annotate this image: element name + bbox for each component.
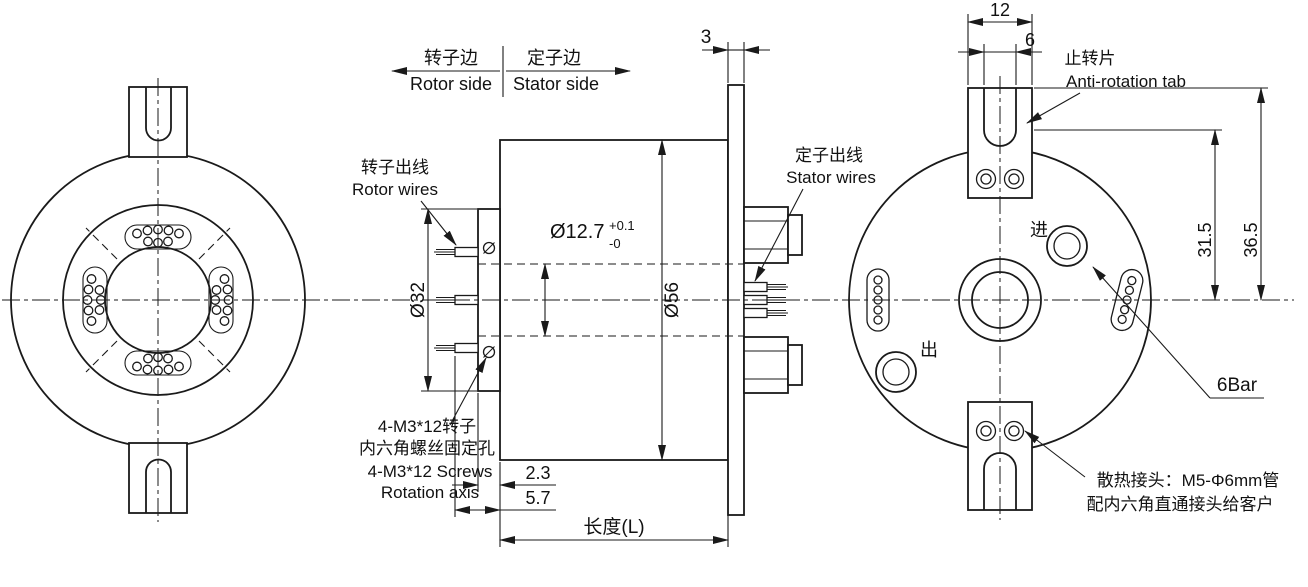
- stator-side-label-zh: 定子边: [527, 48, 581, 68]
- screws-label-3: 4-M3*12 Screws: [368, 462, 493, 481]
- tab-inner-height: 31.5: [1195, 222, 1215, 257]
- screws-leader: [449, 357, 487, 426]
- bore-diameter: Ø12.7: [550, 221, 604, 243]
- tab-slot-width: 6: [1025, 30, 1035, 50]
- anti-rotation-leader: [1026, 92, 1081, 124]
- anti-rotation-label-en: Anti-rotation tab: [1066, 72, 1186, 91]
- inlet-label: 进: [1030, 220, 1048, 240]
- rotor-wire: [433, 246, 479, 258]
- cooling-note-line1: 散热接头：M5-Φ6mm管: [1097, 471, 1280, 490]
- anti-rotation-label-zh: 止转片: [1065, 49, 1116, 68]
- screws-label-2: 内六角螺丝固定孔: [359, 439, 495, 458]
- screws-label-1: 4-M3*12转子: [378, 417, 476, 436]
- tab-width: 12: [990, 0, 1010, 20]
- stator-wires-label-en: Stator wires: [786, 168, 876, 187]
- body-diameter: Ø56: [662, 282, 683, 318]
- bore-tol-plus: +0.1: [609, 218, 635, 233]
- dimensions-and-labels: 转子边 Rotor side 定子边 Stator side 转子出线 Roto…: [352, 0, 1279, 547]
- rotor-flange-diameter: Ø32: [408, 282, 429, 318]
- rotor-wire: [433, 342, 479, 354]
- air-inlet-port: [1046, 225, 1088, 267]
- wire-offset: 5.7: [525, 488, 550, 508]
- screw-hole-mark: [482, 241, 496, 255]
- stator-wire: [743, 307, 789, 319]
- pressure-leader: [1092, 266, 1211, 399]
- tab-outer-height: 36.5: [1241, 222, 1261, 257]
- stator-wires-label-zh: 定子出线: [795, 146, 863, 165]
- stator-side-label-en: Stator side: [513, 74, 599, 94]
- outlet-label: 出: [920, 340, 938, 360]
- stator-wires-leader: [754, 188, 804, 282]
- rotor-wires-label-en: Rotor wires: [352, 180, 438, 199]
- length-dimension: 长度(L): [583, 516, 644, 538]
- screw-hole-mark: [482, 345, 496, 359]
- rotor-side-label-zh: 转子边: [424, 48, 478, 68]
- rotor-wires-leader: [420, 200, 457, 246]
- pneumatic-fitting-top: [743, 206, 789, 264]
- rotor-side-label-en: Rotor side: [410, 74, 492, 94]
- pressure-label: 6Bar: [1217, 375, 1258, 396]
- air-outlet-port: [875, 351, 917, 393]
- flange-offset: 2.3: [525, 463, 550, 483]
- cooling-leader: [1024, 430, 1086, 478]
- stator-wire: [743, 281, 789, 293]
- bore-tol-minus: -0: [609, 236, 621, 251]
- screws-label-4: Rotation axis: [381, 483, 479, 502]
- rotor-wires-label-zh: 转子出线: [361, 158, 429, 177]
- flange-thickness: 3: [701, 27, 712, 48]
- pneumatic-fitting-bottom: [743, 336, 789, 394]
- centerlines: [2, 76, 1294, 522]
- cooling-note-line2: 配内六角直通接头给客户: [1087, 495, 1274, 514]
